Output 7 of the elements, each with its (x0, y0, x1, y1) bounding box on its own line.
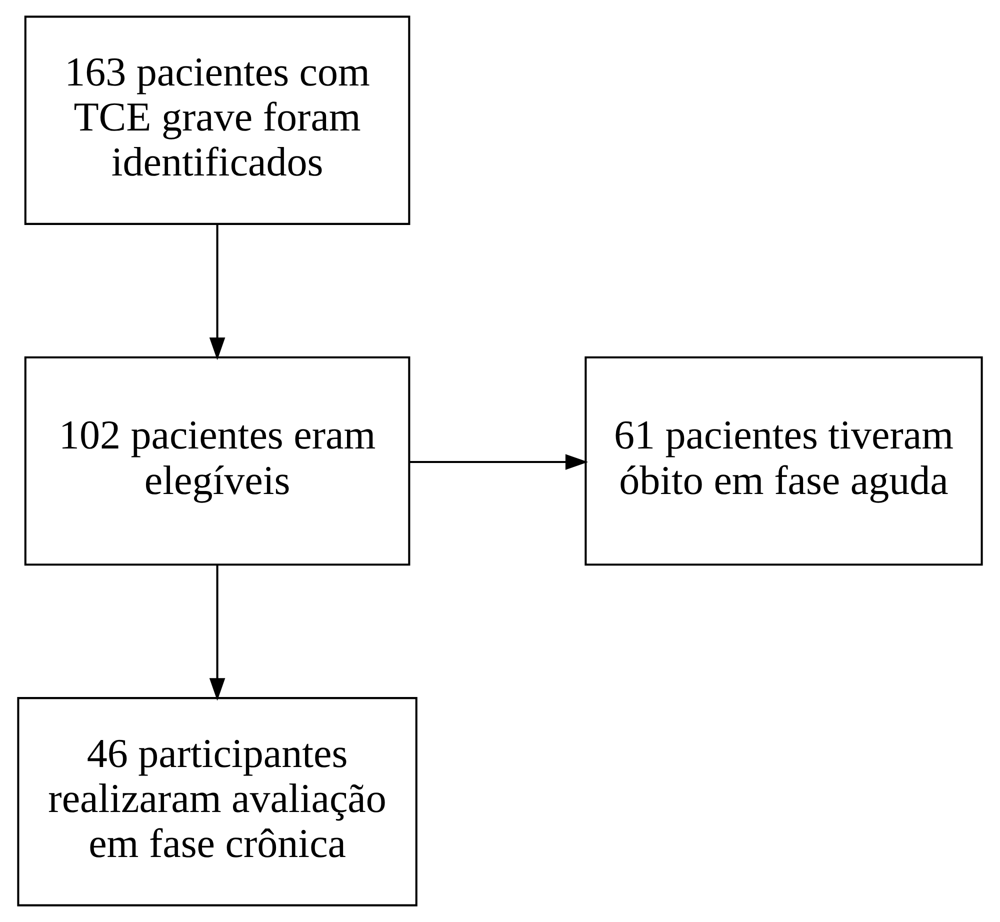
node-box: 61 pacientes tiveram óbito em fase aguda (584, 356, 983, 566)
node-box: 102 pacientes eram elegíveis (24, 356, 410, 566)
arrow (209, 565, 226, 701)
node-box: 46 participantes realizaram avaliação em fase crônica (17, 697, 418, 906)
node-box: 163 pacientes com TCE grave foram identificados (24, 16, 410, 225)
arrow (209, 224, 226, 360)
arrow (410, 454, 588, 470)
